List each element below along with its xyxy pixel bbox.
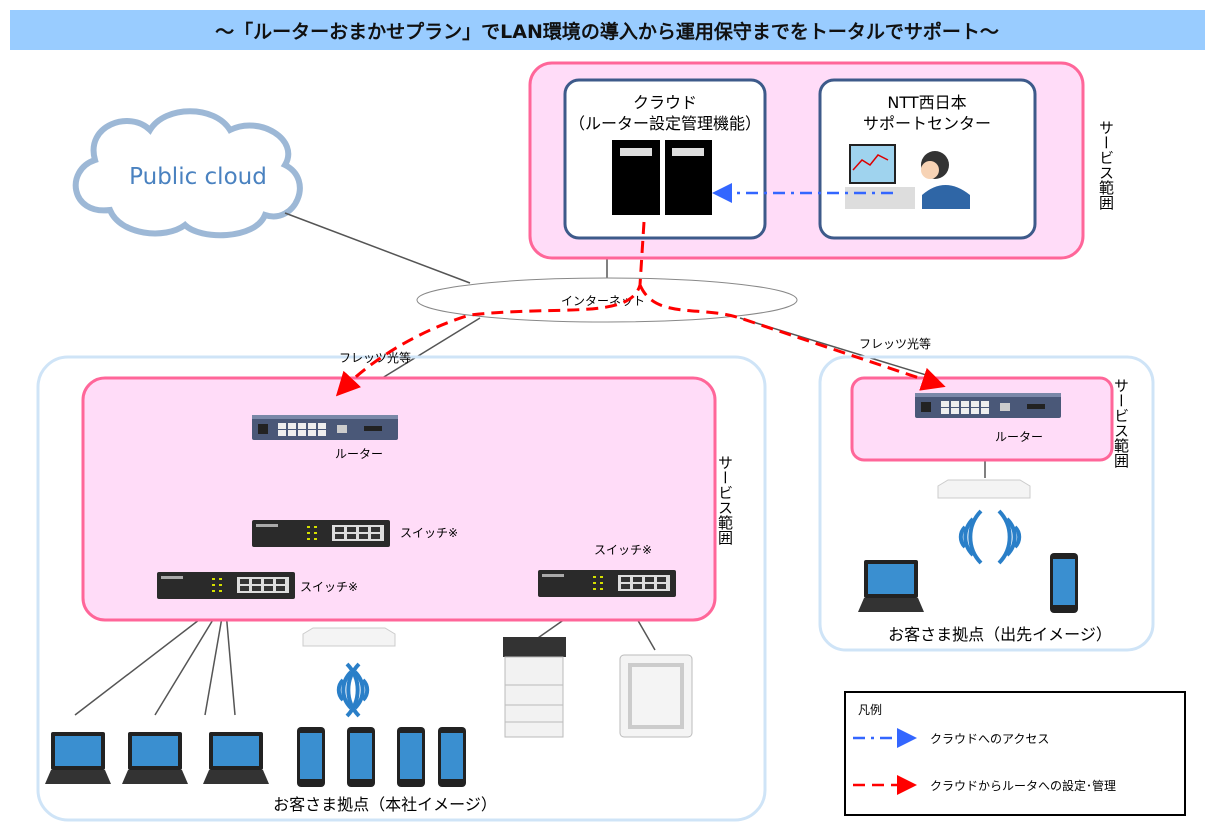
hq-caption: お客さま拠点（本社イメージ） bbox=[273, 795, 497, 814]
legend-title: 凡例 bbox=[858, 703, 882, 717]
service-range-label-branch: サービス範囲 bbox=[1112, 378, 1130, 468]
switch-icon bbox=[538, 570, 676, 597]
branch-site bbox=[818, 355, 1155, 652]
hq-router-label: ルーター bbox=[335, 447, 383, 461]
wifi-icon bbox=[997, 509, 1022, 565]
page-title: ～「ルーターおまかせプラン」でLAN環境の導入から運用保守までをトータルでサポー… bbox=[215, 20, 999, 43]
service-range-label-top: サービス範囲 bbox=[1097, 120, 1115, 210]
access-point-icon bbox=[302, 627, 396, 647]
laptop-icon bbox=[45, 732, 111, 784]
management-paths bbox=[335, 221, 946, 397]
access-point-icon bbox=[937, 479, 1031, 499]
smartphone-icon bbox=[438, 727, 466, 787]
cloud-box-subtitle: （ルーター設定管理機能） bbox=[569, 114, 761, 133]
service-range-hq bbox=[81, 376, 717, 622]
hq-router-icon bbox=[252, 415, 398, 440]
switch-label: スイッチ※ bbox=[300, 580, 358, 594]
switch-label: スイッチ※ bbox=[400, 526, 458, 540]
internet-label: インターネット bbox=[561, 294, 645, 308]
branch-router-label: ルーター bbox=[995, 430, 1043, 444]
ntt-box-title: NTT西日本 bbox=[887, 93, 966, 112]
smartphone-icon bbox=[347, 727, 375, 787]
smartphone-icon bbox=[297, 727, 325, 787]
branch-caption: お客さま拠点（出先イメージ） bbox=[888, 625, 1112, 644]
multifunction-printer-icon bbox=[503, 637, 566, 738]
legend-management-label: クラウドからルータへの設定･管理 bbox=[930, 778, 1116, 793]
branch-router-icon bbox=[915, 393, 1061, 418]
hq-site bbox=[36, 355, 767, 822]
service-range-label-hq: サービス範囲 bbox=[716, 455, 734, 545]
wifi-icon bbox=[958, 509, 983, 565]
laptop-icon bbox=[122, 732, 188, 784]
laptop-icon bbox=[203, 732, 269, 784]
server-icon bbox=[612, 140, 712, 215]
cloud-box-title: クラウド bbox=[633, 93, 697, 112]
flets-label-left: フレッツ光等 bbox=[339, 351, 411, 365]
switch-icon bbox=[252, 520, 390, 547]
server-cabinet-icon bbox=[619, 654, 693, 738]
legend-access-label: クラウドへのアクセス bbox=[930, 732, 1049, 746]
title-bar bbox=[10, 10, 1205, 50]
switch-label: スイッチ※ bbox=[594, 543, 652, 557]
switch-icon bbox=[157, 572, 295, 599]
flets-label-right: フレッツ光等 bbox=[859, 337, 931, 351]
public-cloud-label: Public cloud bbox=[129, 164, 267, 190]
laptop-icon bbox=[858, 560, 924, 612]
service-range-branch bbox=[850, 376, 1114, 462]
public-cloud-icon bbox=[72, 108, 303, 239]
ntt-box-subtitle: サポートセンター bbox=[863, 114, 991, 133]
smartphone-icon bbox=[397, 727, 425, 787]
smartphone-icon bbox=[1050, 553, 1078, 613]
legend-box bbox=[844, 691, 1186, 816]
